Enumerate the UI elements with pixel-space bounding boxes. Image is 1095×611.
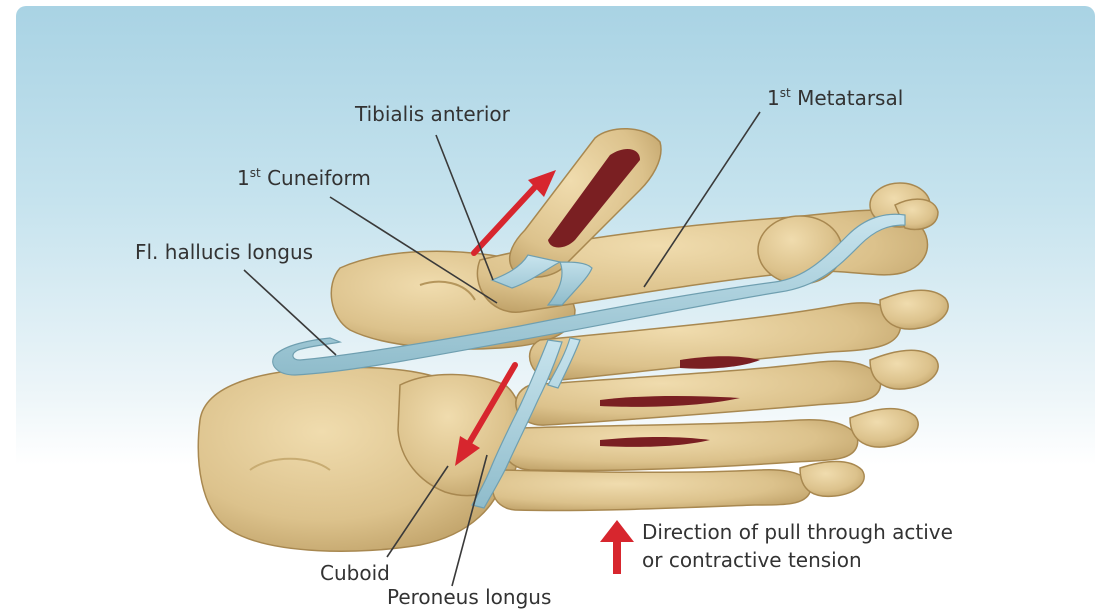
label-cuneiform-sup: st: [250, 166, 261, 180]
label-metatarsal-name: Metatarsal: [797, 86, 903, 110]
label-metatarsal-number: 1: [767, 86, 780, 110]
legend-text: Direction of pull through active or cont…: [642, 518, 953, 574]
leader-fl-hallucis: [244, 270, 336, 355]
label-first-metatarsal: 1st Metatarsal: [767, 86, 903, 110]
legend-red-arrow-icon: [600, 520, 634, 576]
label-first-cuneiform: 1st Cuneiform: [237, 166, 371, 190]
label-cuneiform-number: 1: [237, 166, 250, 190]
legend-line-2: or contractive tension: [642, 546, 953, 574]
label-cuboid: Cuboid: [320, 561, 390, 585]
label-tibialis-anterior: Tibialis anterior: [355, 102, 510, 126]
label-cuneiform-name: Cuneiform: [267, 166, 371, 190]
label-peroneus-longus: Peroneus longus: [387, 585, 551, 609]
label-metatarsal-sup: st: [780, 86, 791, 100]
legend: Direction of pull through active or cont…: [600, 518, 1000, 578]
label-fl-hallucis-longus: Fl. hallucis longus: [135, 240, 313, 264]
legend-line-1: Direction of pull through active: [642, 518, 953, 546]
